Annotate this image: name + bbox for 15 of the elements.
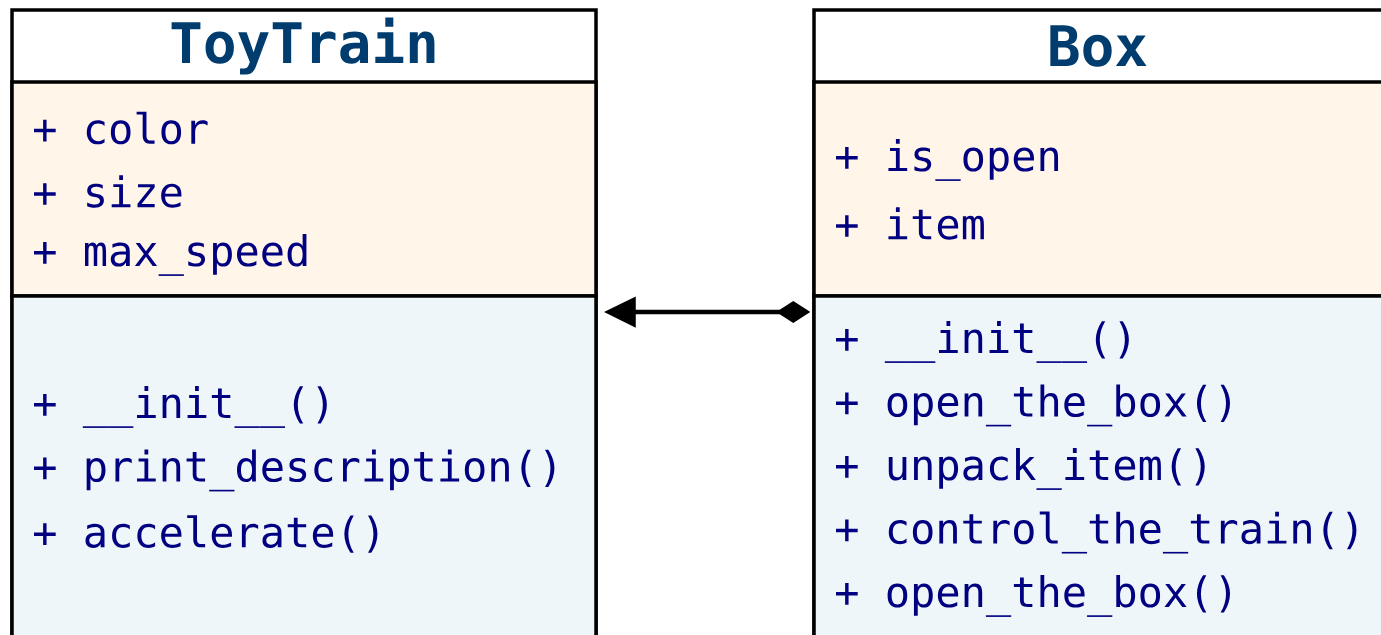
method-text: + control_the_train() [836,511,1357,554]
method-text: + unpack_item() [836,448,1205,490]
class-name: ToyTrain [171,17,435,75]
method-text: + open_the_box() [836,384,1230,427]
attribute-text: + item [836,207,984,240]
method-text: + open_the_box() [836,575,1230,617]
attribute-text: + max_speed [34,234,307,276]
method-text: + print_description() [34,449,555,492]
class-name: Box [1050,25,1147,67]
attribute-text: + is_open [836,139,1059,181]
attribute-text: + color [34,111,208,145]
method-text: + __init__() [34,386,327,428]
method-text: + __init__() [836,321,1129,363]
attribute-text: + size [34,175,182,208]
method-text: + accelerate() [34,515,378,553]
